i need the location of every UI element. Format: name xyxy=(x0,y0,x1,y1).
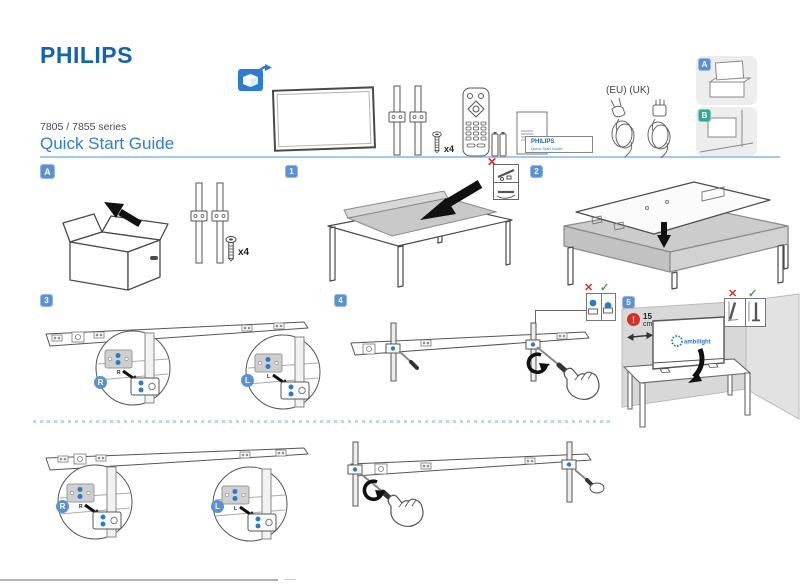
check-icon: ✓ xyxy=(748,288,758,300)
screw-icon-a xyxy=(224,236,238,267)
screw-depth-comparison-box xyxy=(586,293,616,321)
screw-count-label: x4 xyxy=(444,144,455,154)
screw-loose-figure xyxy=(587,294,602,320)
tabletop-placement-panel: A xyxy=(696,56,757,105)
section-separator xyxy=(33,420,612,423)
placement-b-badge: B xyxy=(698,109,711,122)
doc-brand-label: PHILIPS xyxy=(531,139,555,145)
header-divider xyxy=(40,156,780,158)
open-box-figure xyxy=(56,194,181,299)
padding-warning-box xyxy=(493,164,519,200)
svg-text:L: L xyxy=(234,506,237,512)
tv-panel-illustration xyxy=(270,84,380,161)
quick-start-guide-box: PHILIPS Quick Start Guide xyxy=(525,136,593,153)
placement-a-badge: A xyxy=(698,58,711,71)
page-edge-tick xyxy=(284,579,296,580)
step-4-badge: 4 xyxy=(334,294,347,307)
tabletop-placement-figure xyxy=(708,60,752,98)
warning-icon: ! xyxy=(627,313,640,326)
remote-illustration xyxy=(461,87,491,162)
check-icon: ✓ xyxy=(600,282,610,294)
svg-text:L: L xyxy=(267,374,270,380)
stand-screw-figure xyxy=(333,315,608,415)
distance-arrow-icon xyxy=(626,332,654,341)
svg-text:R: R xyxy=(79,504,83,510)
table-padding-figure xyxy=(320,176,525,293)
tv-upright-figure xyxy=(746,299,766,326)
screw-tight-figure xyxy=(602,294,616,320)
plug-types-label: (EU) (UK) xyxy=(606,85,650,96)
screw-count-label-a: x4 xyxy=(238,247,250,258)
step-1-badge: 1 xyxy=(285,165,298,178)
step-2-badge: 2 xyxy=(530,165,543,178)
tv-facedown-figure xyxy=(552,172,800,295)
wallmount-placement-panel: B xyxy=(696,107,757,156)
wall-distance-comparison-box xyxy=(724,298,766,327)
power-cables-illustration xyxy=(605,97,683,164)
svg-text:R: R xyxy=(117,370,121,376)
distance-unit-label: cm xyxy=(643,321,653,328)
philips-logo: PHILIPS xyxy=(40,42,133,68)
right-stand-badge-alt: R xyxy=(56,500,69,513)
page-title: Quick Start Guide xyxy=(40,134,175,153)
stand-align-figure-alt: R L xyxy=(36,438,321,555)
cross-icon: ✕ xyxy=(584,282,594,294)
page-edge-line xyxy=(0,579,278,581)
doc-title-label: Quick Start Guide xyxy=(531,146,563,151)
wallmount-placement-figure xyxy=(699,110,754,153)
cross-icon: ✕ xyxy=(728,288,738,300)
right-stand-badge: R xyxy=(94,376,107,389)
screw-icon xyxy=(431,131,443,159)
batteries-illustration xyxy=(491,131,507,162)
callout-line-h xyxy=(535,310,587,311)
correct-padding-figure xyxy=(494,183,518,200)
distance-value-label: 15 xyxy=(643,312,652,321)
stand-legs-illustration xyxy=(388,85,428,162)
series-label: 7805 / 7855 series xyxy=(40,121,127,133)
section-a-badge: A xyxy=(40,164,55,179)
wrong-padding-figure xyxy=(494,165,518,183)
left-stand-badge-alt: L xyxy=(211,500,224,513)
tv-leaning-figure xyxy=(725,299,746,326)
stand-screw-figure-alt xyxy=(335,440,605,553)
ambilight-label: ambilight xyxy=(684,340,711,346)
unbox-icon xyxy=(238,64,272,97)
stand-legs-illustration-a xyxy=(190,182,230,271)
step-3-badge: 3 xyxy=(40,294,53,307)
ambilight-icon xyxy=(671,335,683,347)
step-5-badge: 5 xyxy=(622,296,635,309)
callout-line-v xyxy=(535,310,536,324)
left-stand-badge: L xyxy=(241,374,254,387)
cross-icon: ✕ xyxy=(487,155,498,169)
stand-align-figure: R L xyxy=(36,312,322,427)
